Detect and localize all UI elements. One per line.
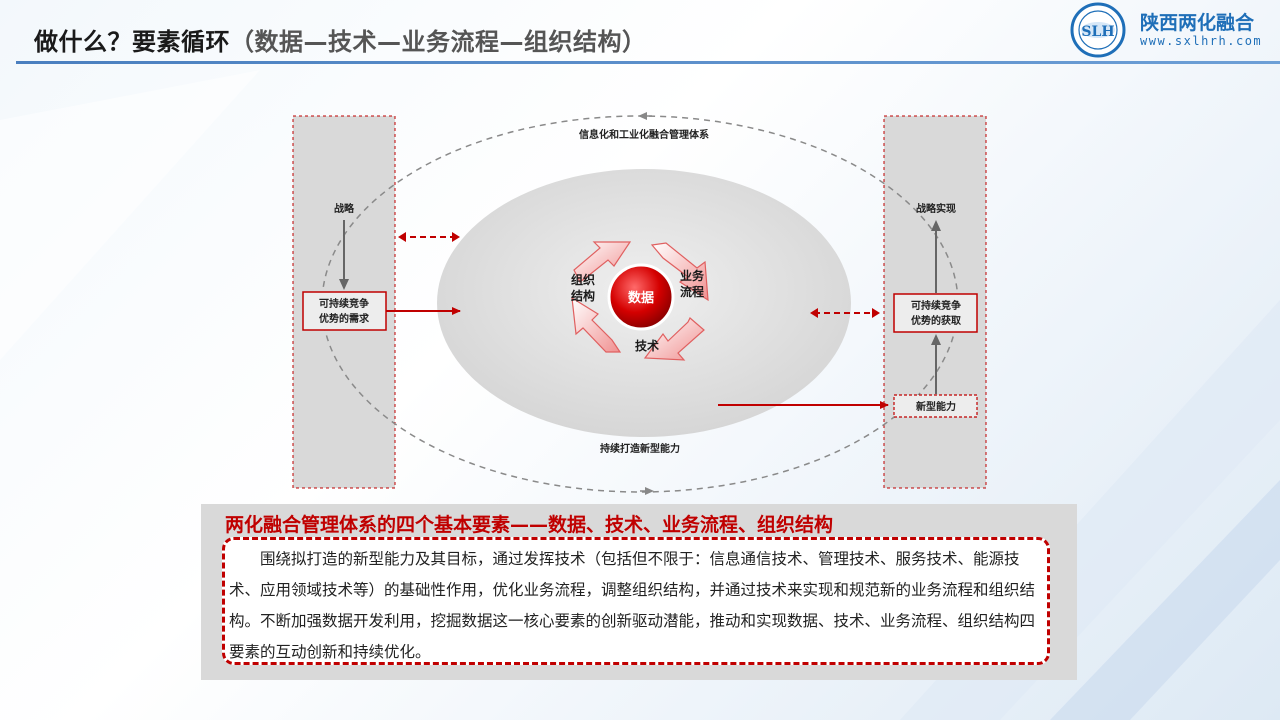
explanation-panel: 两化融合管理体系的四个基本要素——数据、技术、业务流程、组织结构 围绕拟打造的新…: [201, 504, 1077, 680]
logo-url: www.sxlhrh.com: [1140, 34, 1263, 48]
competitive-demand-label-2: 优势的需求: [319, 312, 370, 325]
org-structure-label-1: 组织: [571, 272, 595, 287]
logo-initials: SLH: [1081, 24, 1114, 40]
left-dashed-link-head-r: [452, 232, 460, 242]
data-core-circle: [607, 263, 675, 331]
page-title-sub: （数据—技术—业务流程—组织结构）: [230, 28, 647, 56]
competitive-acquisition-box: [893, 293, 978, 333]
new-capability-label: 新型能力: [916, 400, 956, 413]
right-dashed-link-head-r: [872, 308, 880, 318]
right-dashed-link-head-l: [810, 308, 818, 318]
business-process-label-2: 流程: [680, 284, 704, 299]
competitive-demand-label-1: 可持续竞争: [319, 297, 369, 310]
header-divider: [16, 61, 1280, 64]
header: 做什么？要素循环（数据—技术—业务流程—组织结构） SLH 陕西两化融合 www…: [0, 0, 1280, 66]
new-capability-box: [893, 394, 978, 418]
strategy-realization-label: 战略实现: [916, 202, 956, 215]
explanation-heading: 两化融合管理体系的四个基本要素——数据、技术、业务流程、组织结构: [225, 514, 834, 536]
cycle-arrows: [571, 241, 709, 361]
left-dashed-link-head-l: [398, 232, 406, 242]
page-title-main: 做什么？要素循环: [34, 28, 230, 56]
explanation-body: 围绕拟打造的新型能力及其目标，通过发挥技术（包括但不限于：信息通信技术、管理技术…: [222, 537, 1050, 665]
page-title: 做什么？要素循环（数据—技术—业务流程—组织结构）: [34, 22, 647, 57]
competitive-acquisition-label-1: 可持续竞争: [911, 299, 961, 312]
outer-bottom-label: 持续打造新型能力: [600, 442, 680, 455]
competitive-acquisition-label-2: 优势的获取: [911, 314, 962, 327]
strategy-label: 战略: [334, 202, 355, 215]
org-structure-label-2: 结构: [571, 288, 595, 303]
company-logo: SLH 陕西两化融合 www.sxlhrh.com: [1060, 2, 1280, 58]
data-core-label: 数据: [628, 290, 654, 306]
outer-top-label: 信息化和工业化融合管理体系: [579, 128, 709, 141]
technology-label: 技术: [635, 338, 659, 353]
business-process-label-1: 业务: [680, 268, 705, 283]
logo-name: 陕西两化融合: [1140, 12, 1255, 34]
logo-emblem: SLH: [1070, 2, 1126, 58]
